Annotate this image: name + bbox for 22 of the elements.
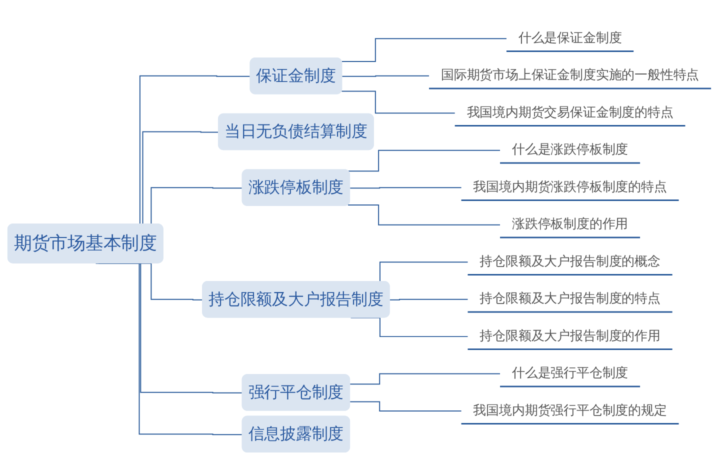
connector bbox=[350, 317, 468, 338]
node-text: 什么是保证金制度 bbox=[518, 30, 622, 46]
node-text: 什么是强行平仓制度 bbox=[512, 366, 628, 381]
connector bbox=[342, 75, 430, 77]
node-text: 国际期货市场上保证金制度实施的一般性特点 bbox=[440, 68, 700, 84]
node-text: 持仓限额及大户报告制度的特点 bbox=[480, 292, 660, 307]
connector bbox=[341, 38, 507, 62]
node-text: 持仓限额及大户报告制度的作用 bbox=[480, 328, 660, 344]
node-text: 我国境内期货强行平仓制度的规定 bbox=[473, 403, 667, 418]
node-text: 涨跌停板制度的作用 bbox=[512, 217, 628, 232]
connector bbox=[350, 187, 462, 189]
connector bbox=[341, 90, 456, 114]
node-text: 我国境内期货交易保证金制度的特点 bbox=[466, 105, 674, 120]
node-text: 持仓限额及大户报告制度的概念 bbox=[480, 254, 660, 270]
connector bbox=[347, 150, 501, 172]
connector bbox=[347, 204, 501, 226]
connector bbox=[350, 373, 501, 385]
connector bbox=[95, 262, 244, 436]
connector bbox=[350, 401, 462, 412]
connector bbox=[389, 298, 468, 300]
node-text: 我国境内期货涨跌停板制度的特点 bbox=[473, 180, 667, 195]
node-text: 什么是涨跌停板制度 bbox=[512, 142, 628, 158]
